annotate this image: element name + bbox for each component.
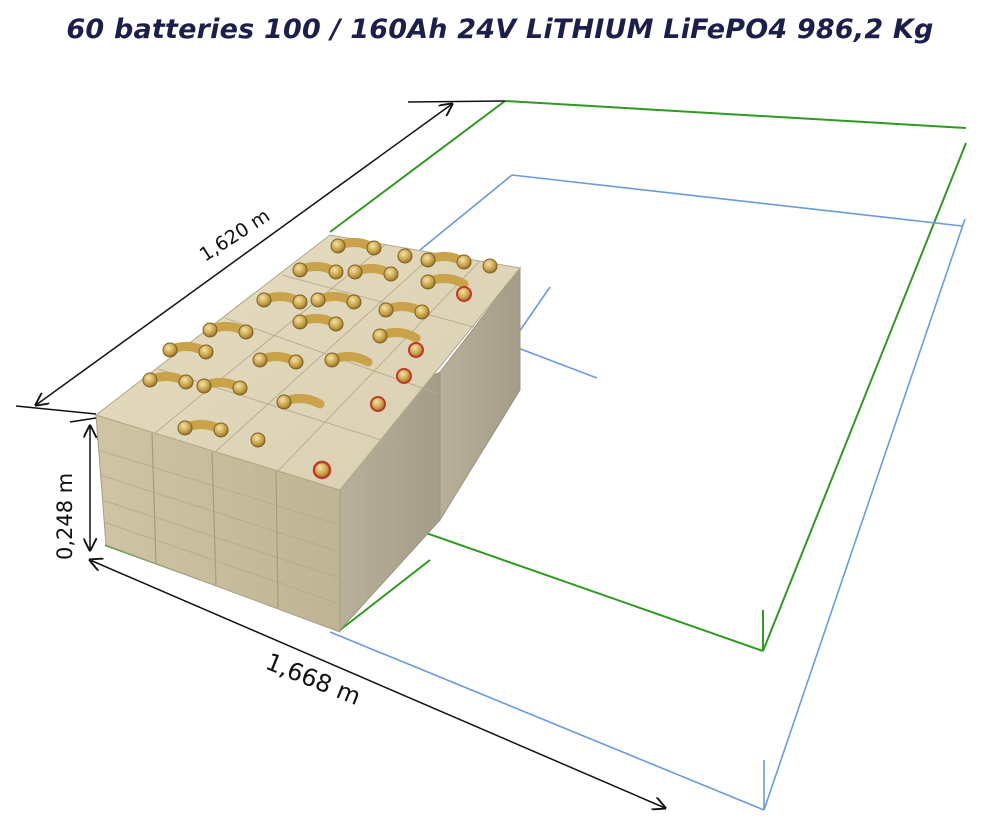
battery-stack	[94, 234, 521, 633]
dimension-lines	[15, 100, 665, 808]
width-dimension-label: 1,668 m	[262, 648, 365, 711]
height-dimension-label: 0,248 m	[53, 473, 77, 560]
depth-dimension-label: 1,620 m	[196, 205, 274, 266]
diagram-title: 60 batteries 100 / 160Ah 24V LiTHIUM LiF…	[66, 14, 934, 45]
